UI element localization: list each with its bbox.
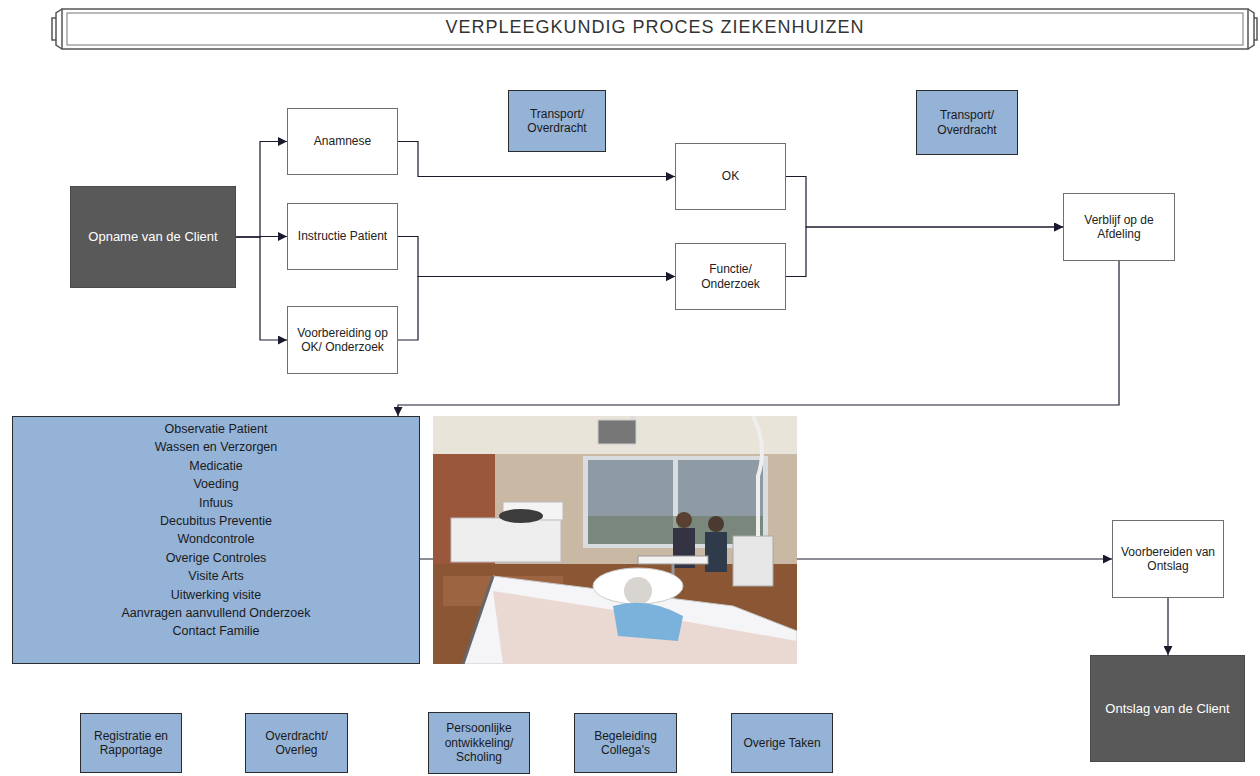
photo-table: [638, 556, 708, 564]
node-text: Transport/ Overdracht: [922, 108, 1012, 137]
node-text: Decubitus Preventie: [160, 512, 272, 530]
task-box: Transport/ Overdracht: [916, 90, 1018, 155]
flow-connector: [398, 237, 675, 277]
photo-pillow: [593, 568, 683, 604]
node-text: Instructie Patient: [298, 229, 387, 243]
process-box: Voorbereiden van Ontslag: [1112, 520, 1224, 598]
photo-patient-gown: [613, 603, 683, 641]
photo-back-patient: [499, 509, 543, 523]
task-box: Persoonlijke ontwikkeling/ Scholing: [428, 712, 530, 774]
start-box: Opname van de Client: [70, 186, 236, 288]
process-box: Instructie Patient: [287, 203, 398, 270]
process-box: Verblijf op de Afdeling: [1063, 193, 1175, 261]
flow-connector: [236, 142, 287, 238]
flow-connector: [236, 237, 287, 340]
node-text: Observatie Patient: [165, 420, 268, 438]
node-text: Voeding: [193, 475, 238, 493]
care-task-list: Observatie PatientWassen en VerzorgenMed…: [12, 416, 420, 664]
process-box: Voorbereiding op OK/ Onderzoek: [287, 306, 398, 374]
node-text: Voorbereiding op OK/ Onderzoek: [293, 326, 392, 355]
photo-front-bed: [463, 576, 797, 664]
photo-chair-bed: [733, 536, 773, 586]
photo-patient-head: [624, 577, 652, 605]
node-text: Medicatie: [189, 457, 243, 475]
ward-photo: [433, 416, 797, 664]
task-box: Registratie en Rapportage: [80, 713, 182, 773]
photo-ceiling: [433, 416, 797, 454]
task-box: Overige Taken: [731, 713, 833, 773]
node-text: Overige Controles: [166, 549, 267, 567]
node-text: Overdracht/ Overleg: [251, 729, 342, 758]
node-text: Verblijf op de Afdeling: [1069, 213, 1169, 242]
node-text: Visite Arts: [188, 567, 243, 585]
node-text: Infuus: [199, 494, 233, 512]
node-text: Transport/ Overdracht: [514, 107, 600, 136]
banner-outer: [62, 9, 1248, 49]
node-text: Voorbereiden van Ontslag: [1118, 545, 1218, 574]
node-text: Uitwerking visite: [171, 586, 261, 604]
node-text: Ontslag van de Client: [1105, 701, 1229, 717]
node-text: Wondcontrole: [178, 530, 255, 548]
node-text: Overige Taken: [743, 736, 820, 750]
node-text: Opname van de Client: [88, 229, 217, 245]
process-box: OK: [675, 143, 786, 210]
task-box: Transport/ Overdracht: [508, 90, 606, 152]
banner-end-left: [52, 9, 62, 49]
flow-connector: [398, 277, 675, 341]
photo-wall: [433, 416, 797, 664]
banner-end-right: [1248, 9, 1257, 49]
photo-bed-rail: [463, 576, 493, 664]
flow-connector: [786, 227, 1063, 277]
banner-inner: [67, 13, 1243, 45]
node-text: Persoonlijke ontwikkeling/ Scholing: [434, 721, 524, 764]
node-text: Registratie en Rapportage: [86, 729, 176, 758]
photo-visitor-head: [708, 516, 724, 532]
node-text: Aanvragen aanvullend Onderzoek: [121, 604, 310, 622]
task-box: Begeleiding Collega's: [574, 713, 677, 773]
node-text: OK: [722, 169, 739, 183]
process-box: Anamnese: [287, 108, 398, 175]
photo-visitor: [705, 532, 727, 572]
photo-visitor-head: [676, 512, 692, 528]
flow-connector: [786, 177, 1063, 228]
photo-lamp-arm: [753, 416, 762, 536]
node-text: Functie/ Onderzoek: [681, 262, 780, 291]
flow-connector: [398, 261, 1119, 416]
task-box: Overdracht/ Overleg: [245, 713, 348, 773]
end-box: Ontslag van de Client: [1090, 655, 1245, 762]
node-text: Anamnese: [314, 134, 371, 148]
diagram-title: VERPLEEGKUNDIG PROCES ZIEKENHUIZEN: [80, 17, 1230, 38]
node-text: Wassen en Verzorgen: [155, 438, 278, 456]
photo-back-bed: [451, 518, 561, 562]
process-box: Functie/ Onderzoek: [675, 243, 786, 310]
node-text: Contact Familie: [173, 622, 260, 640]
flow-connector: [1167, 598, 1168, 655]
photo-monitor: [598, 420, 636, 444]
node-text: Begeleiding Collega's: [580, 729, 671, 758]
